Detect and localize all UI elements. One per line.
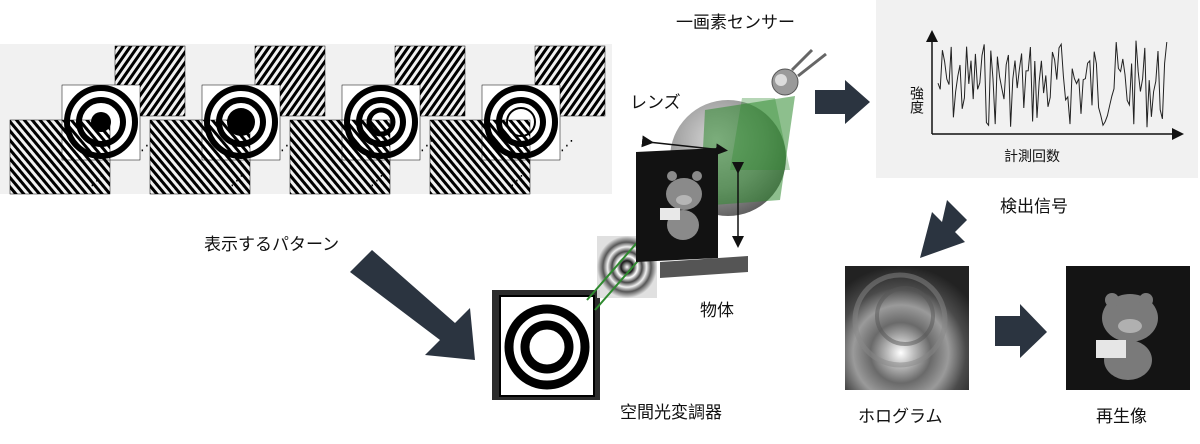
object-screen <box>636 135 744 262</box>
pattern-label: 表示するパターン <box>204 235 340 255</box>
reconstruction-image <box>1066 266 1190 390</box>
pattern-group-1: ⋰ ⋰ <box>9 45 186 195</box>
sensor-label: 一画素センサー <box>676 13 795 33</box>
laptop-icon <box>1096 340 1126 358</box>
arrow-to-reconstruction <box>995 304 1047 358</box>
svg-text:⋰: ⋰ <box>230 173 244 189</box>
arrow-to-slm <box>350 250 475 360</box>
signal-x-label: 計測回数 <box>1004 149 1060 165</box>
slm-device <box>492 290 600 400</box>
arrow-to-signal <box>815 80 870 124</box>
pattern-group-4: ⋰ ⋰ <box>429 45 606 195</box>
object-label: 物体 <box>700 301 734 321</box>
signal-panel-bg <box>876 0 1198 178</box>
object-stage <box>660 256 748 278</box>
svg-text:⋰: ⋰ <box>370 173 384 189</box>
signal-plot <box>876 0 1198 178</box>
pattern-group-2: ⋰ ⋰ <box>149 45 326 195</box>
recon-label: 再生像 <box>1096 407 1147 427</box>
pattern-group-3: ⋰ ⋰ <box>289 45 466 195</box>
signal-y-label: 強度 <box>908 86 924 114</box>
lens-label: レンズ <box>630 93 681 113</box>
svg-text:⋰: ⋰ <box>510 173 524 189</box>
svg-text:⋰: ⋰ <box>560 138 574 154</box>
slm-label: 空間光変調器 <box>620 403 722 423</box>
photodiode-sensor-icon <box>771 48 827 96</box>
hologram-image <box>845 266 969 390</box>
arrow-icon <box>350 250 475 360</box>
detect-label: 検出信号 <box>1000 197 1068 217</box>
pattern-panel: ⋰ ⋰ ⋰ ⋰ ⋰ ⋰ <box>0 44 612 195</box>
arrow-to-hologram <box>920 200 967 258</box>
hologram-label: ホログラム <box>858 407 943 427</box>
svg-text:⋰: ⋰ <box>90 173 104 189</box>
boar-with-laptop-icon <box>660 171 702 240</box>
signal-trace <box>937 40 1168 128</box>
